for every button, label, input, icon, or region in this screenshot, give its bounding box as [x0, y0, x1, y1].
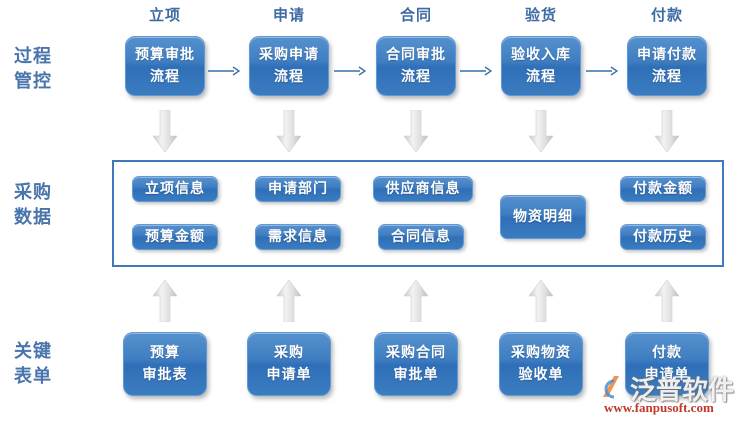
data-chip-label: 申请部门	[268, 181, 328, 197]
down-arrow-icon-4	[528, 109, 554, 154]
data-chip-material-details[interactable]: 物资明细	[500, 195, 586, 239]
process-box-line2: 流程	[401, 69, 431, 85]
form-box-line2: 验收单	[518, 367, 564, 383]
data-chip-label: 预算金额	[145, 229, 205, 245]
form-box-purchase-request-sheet[interactable]: 采购 申请单	[247, 332, 331, 396]
data-chip-label: 供应商信息	[385, 181, 461, 197]
data-chip-payment-amount[interactable]: 付款金额	[620, 176, 706, 202]
data-chip-contract-info[interactable]: 合同信息	[378, 224, 464, 250]
flow-arrow-right-3	[460, 62, 493, 76]
flow-arrow-right-1	[208, 62, 241, 76]
form-box-budget-approval-sheet[interactable]: 预算 审批表	[123, 332, 207, 396]
process-box-line2: 流程	[652, 69, 682, 85]
form-box-line1: 采购合同	[386, 345, 446, 361]
stage-header-shenqing: 申请	[272, 6, 305, 24]
stage-header-fukuan: 付款	[650, 6, 683, 24]
row-label-line2: 数据	[14, 207, 52, 228]
down-arrow-icon-1	[152, 109, 178, 154]
row-label-line1: 关键	[14, 341, 52, 362]
data-chip-demand-info[interactable]: 需求信息	[255, 224, 341, 250]
process-box-line2: 流程	[150, 69, 180, 85]
form-box-payment-request-sheet[interactable]: 付款 申请单	[625, 332, 709, 396]
up-arrow-icon-4	[528, 278, 554, 323]
purchase-data-panel: 立项信息 申请部门 供应商信息 付款金额 预算金额 需求信息 合同信息 付款历史…	[112, 160, 724, 267]
process-box-line2: 流程	[526, 69, 556, 85]
row-label-line1: 过程	[14, 46, 52, 67]
up-arrow-icon-3	[403, 278, 429, 323]
form-box-line1: 预算	[150, 345, 180, 361]
form-box-line1: 采购	[274, 345, 304, 361]
row-label-line2: 表单	[14, 366, 52, 387]
process-box-line1: 申请付款	[637, 47, 697, 63]
watermark-url: www.fanpusoft.com	[604, 400, 714, 415]
data-chip-label: 付款历史	[633, 229, 693, 245]
down-arrow-icon-2	[276, 109, 302, 154]
data-chip-payment-history[interactable]: 付款历史	[620, 224, 706, 250]
row-label-key-forms: 关键 表单	[14, 339, 110, 389]
data-chip-label: 需求信息	[268, 229, 328, 245]
data-chip-project-info[interactable]: 立项信息	[132, 176, 218, 202]
up-arrow-icon-1	[152, 278, 178, 323]
data-chip-label: 付款金额	[633, 181, 693, 197]
row-label-line2: 管控	[14, 71, 52, 92]
form-box-line2: 申请单	[644, 367, 690, 383]
flow-arrow-right-2	[334, 62, 367, 76]
process-box-line2: 流程	[274, 69, 304, 85]
process-box-budget-approval[interactable]: 预算审批 流程	[125, 36, 205, 96]
data-chip-label: 物资明细	[513, 209, 573, 225]
data-chip-label: 立项信息	[145, 181, 205, 197]
process-box-acceptance-storage[interactable]: 验收入库 流程	[501, 36, 581, 96]
flow-arrow-right-4	[586, 62, 619, 76]
up-arrow-icon-5	[654, 278, 680, 323]
data-chip-supplier-info[interactable]: 供应商信息	[373, 176, 473, 202]
process-box-purchase-request[interactable]: 采购申请 流程	[249, 36, 329, 96]
form-box-line2: 审批表	[142, 367, 188, 383]
form-box-material-acceptance-sheet[interactable]: 采购物资 验收单	[499, 332, 583, 396]
stage-header-hetong: 合同	[399, 6, 432, 24]
stage-header-yanhuo: 验货	[524, 6, 557, 24]
data-chip-label: 合同信息	[391, 229, 451, 245]
form-box-line2: 申请单	[266, 367, 312, 383]
data-chip-budget-amount[interactable]: 预算金额	[132, 224, 218, 250]
stage-header-liangxiang: 立项	[148, 6, 181, 24]
up-arrow-icon-2	[276, 278, 302, 323]
process-box-line1: 预算审批	[135, 47, 195, 63]
form-box-purchase-contract-approval-sheet[interactable]: 采购合同 审批单	[374, 332, 458, 396]
row-label-process-control: 过程 管控	[14, 44, 110, 94]
form-box-line1: 付款	[652, 345, 682, 361]
data-chip-request-dept[interactable]: 申请部门	[255, 176, 341, 202]
form-box-line1: 采购物资	[511, 345, 571, 361]
process-box-line1: 验收入库	[511, 47, 571, 63]
form-box-line2: 审批单	[393, 367, 439, 383]
process-box-line1: 合同审批	[386, 47, 446, 63]
down-arrow-icon-5	[654, 109, 680, 154]
process-box-contract-approval[interactable]: 合同审批 流程	[376, 36, 456, 96]
row-label-purchase-data: 采购 数据	[14, 180, 110, 230]
row-label-line1: 采购	[14, 182, 52, 203]
process-box-line1: 采购申请	[259, 47, 319, 63]
process-box-payment-request[interactable]: 申请付款 流程	[627, 36, 707, 96]
down-arrow-icon-3	[403, 109, 429, 154]
